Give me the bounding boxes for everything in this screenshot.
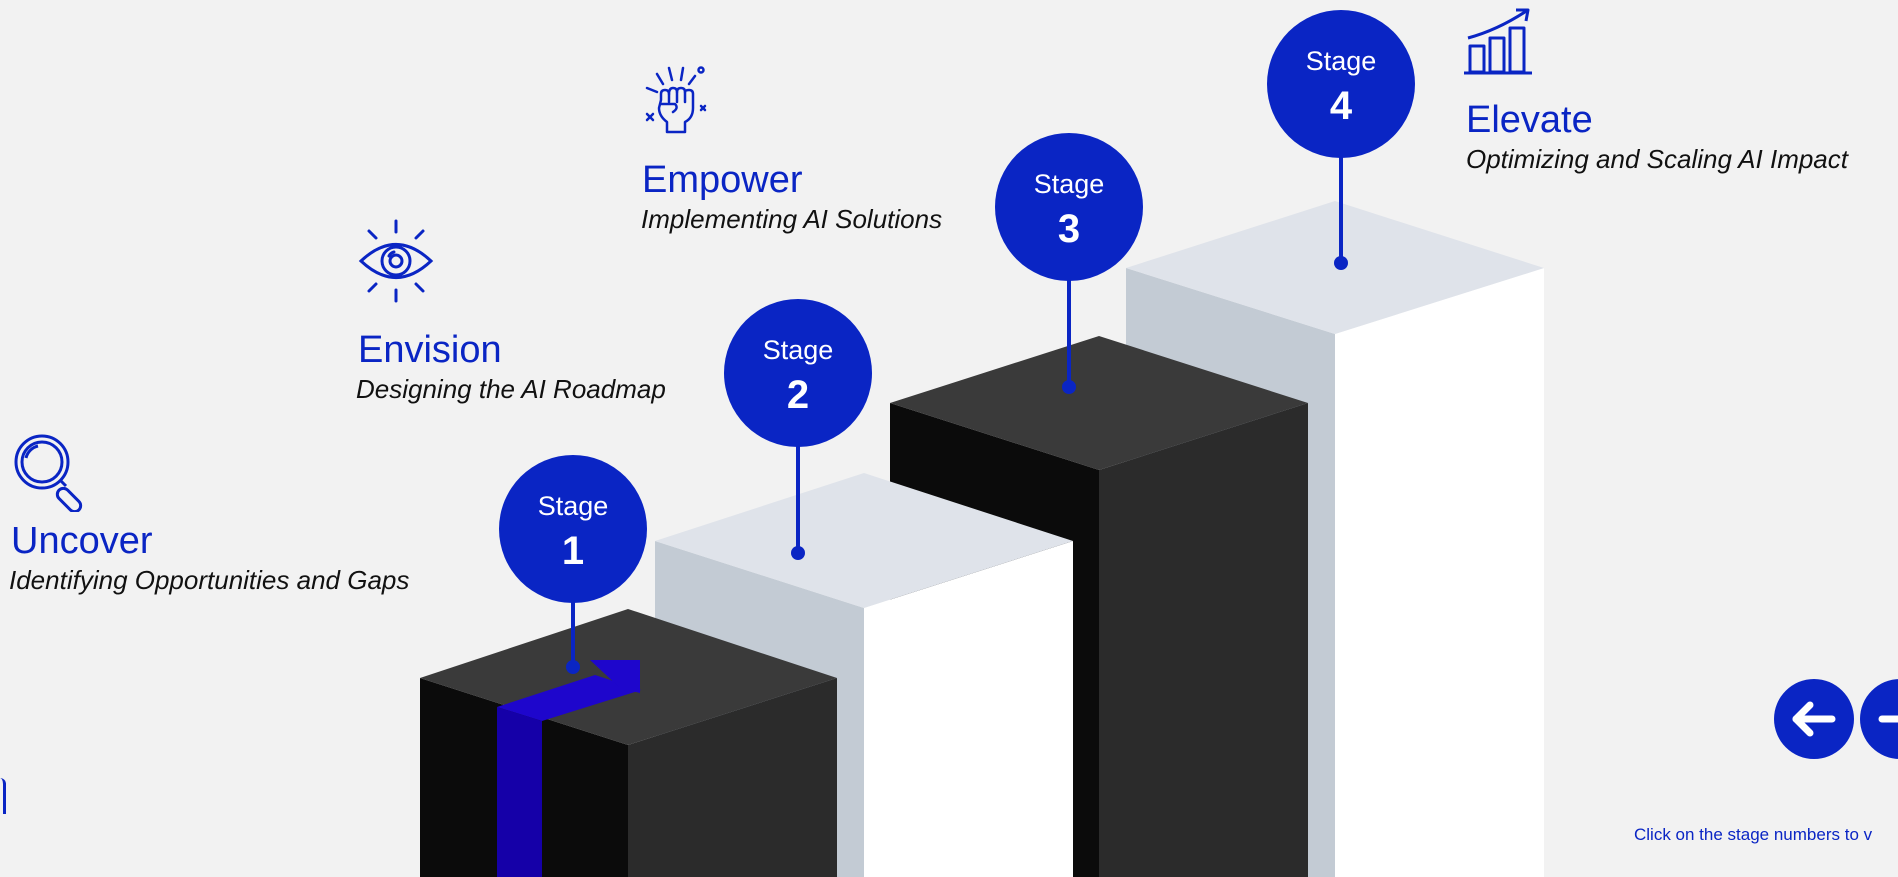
stage-3-number: 3 <box>1057 207 1081 251</box>
pin-stems <box>571 157 1343 665</box>
stage-2-subtitle: Designing the AI Roadmap <box>356 374 666 404</box>
instruction-hint: Click on the stage numbers to v <box>1634 825 1873 844</box>
stage-2-number: 2 <box>786 373 810 417</box>
arrow-left-icon <box>1792 701 1836 737</box>
stage-2-title: Envision <box>358 329 502 371</box>
stage-1-word: Stage <box>537 491 609 521</box>
stage-3-subtitle: Implementing AI Solutions <box>641 204 943 234</box>
progress-arrow <box>497 660 641 877</box>
stage-4-text: Elevate Optimizing and Scaling AI Impact <box>1466 98 1848 176</box>
eye-icon <box>358 219 434 303</box>
stage-3-title: Empower <box>642 159 803 201</box>
arrow-right-icon <box>1878 715 1898 723</box>
pin-dots <box>566 256 1348 674</box>
growth-chart-icon <box>1464 8 1532 75</box>
stage-3-button[interactable]: Stage 3 <box>995 133 1143 281</box>
stage-1-text: Uncover Identifying Opportunities and Ga… <box>9 519 410 597</box>
stage-4-subtitle: Optimizing and Scaling AI Impact <box>1466 144 1848 174</box>
stage-2-button[interactable]: Stage 2 <box>724 299 872 447</box>
stage-3-text: Empower Implementing AI Solutions <box>641 158 943 236</box>
next-button[interactable] <box>1860 679 1898 759</box>
stage-4-button[interactable]: Stage 4 <box>1267 10 1415 158</box>
stage-1-title: Uncover <box>11 520 153 562</box>
stage-1-button[interactable]: Stage 1 <box>499 455 647 603</box>
previous-button[interactable] <box>1774 679 1854 759</box>
left-edge-marker <box>0 778 6 814</box>
magnifier-icon <box>14 434 83 512</box>
stage-2-text: Envision Designing the AI Roadmap <box>356 328 666 406</box>
stage-4-number: 4 <box>1329 84 1353 128</box>
raised-fist-icon <box>645 66 707 134</box>
stage-4-word: Stage <box>1305 46 1377 76</box>
block-stage-2 <box>655 473 1073 877</box>
stage-4-title: Elevate <box>1466 99 1593 141</box>
stage-1-subtitle: Identifying Opportunities and Gaps <box>9 565 410 595</box>
stage-2-word: Stage <box>762 335 834 365</box>
stage-3-word: Stage <box>1033 169 1105 199</box>
stage-1-number: 1 <box>561 529 585 573</box>
